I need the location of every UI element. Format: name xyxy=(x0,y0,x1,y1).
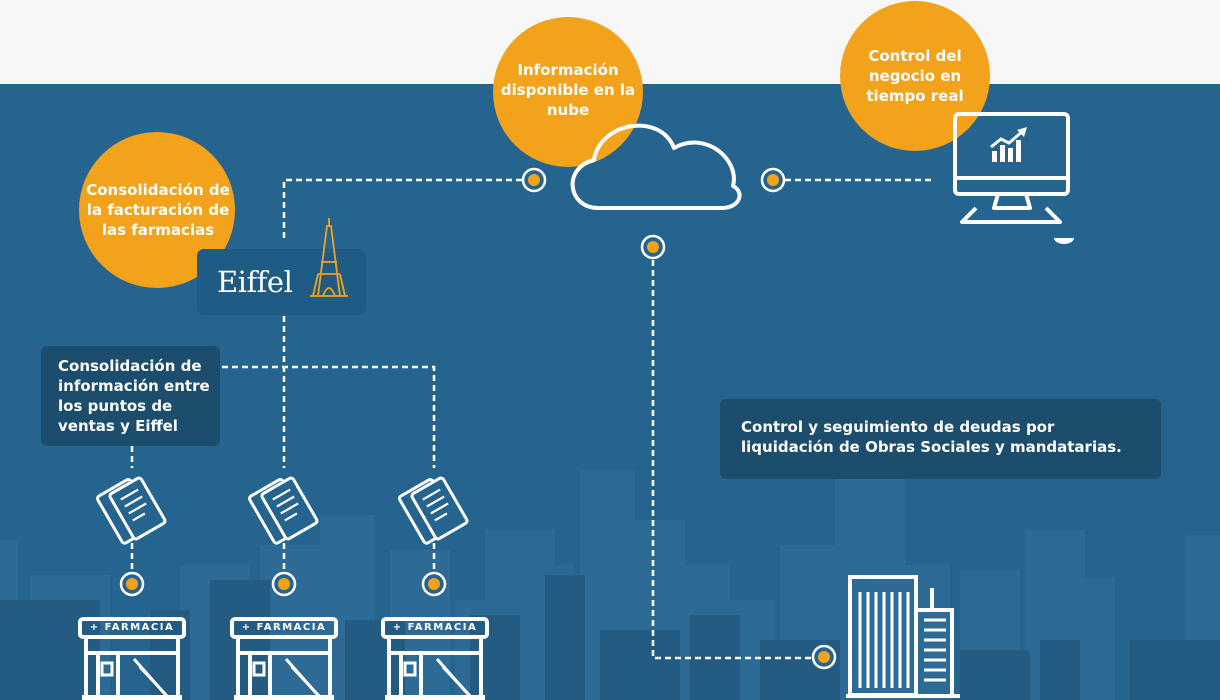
cloud-circle-text: Información disponible en la nube xyxy=(500,61,636,119)
pharmacy-sign: + FARMACIA xyxy=(232,619,336,639)
pharmacy-label: + FARMACIA xyxy=(392,622,478,633)
consolidation-box: Consolidación de información entre los p… xyxy=(41,346,220,446)
control-circle xyxy=(840,1,990,151)
pharmacy-label: + FARMACIA xyxy=(241,622,327,633)
cloud-info-circle xyxy=(493,17,643,167)
pharmacy-sign: + FARMACIA xyxy=(383,619,487,639)
control-circle-text: Control del negocio en tiempo real xyxy=(866,47,964,105)
pharmacy-sign: + FARMACIA xyxy=(80,619,184,639)
billing-circle-text: Consolidación de la facturación de las f… xyxy=(86,181,230,239)
pharmacy-label: + FARMACIA xyxy=(89,622,175,633)
debts-box: Control y seguimiento de deudas por liqu… xyxy=(720,399,1161,479)
eiffel-brand-text: Eiffel xyxy=(217,265,293,299)
billing-circle xyxy=(79,132,235,288)
